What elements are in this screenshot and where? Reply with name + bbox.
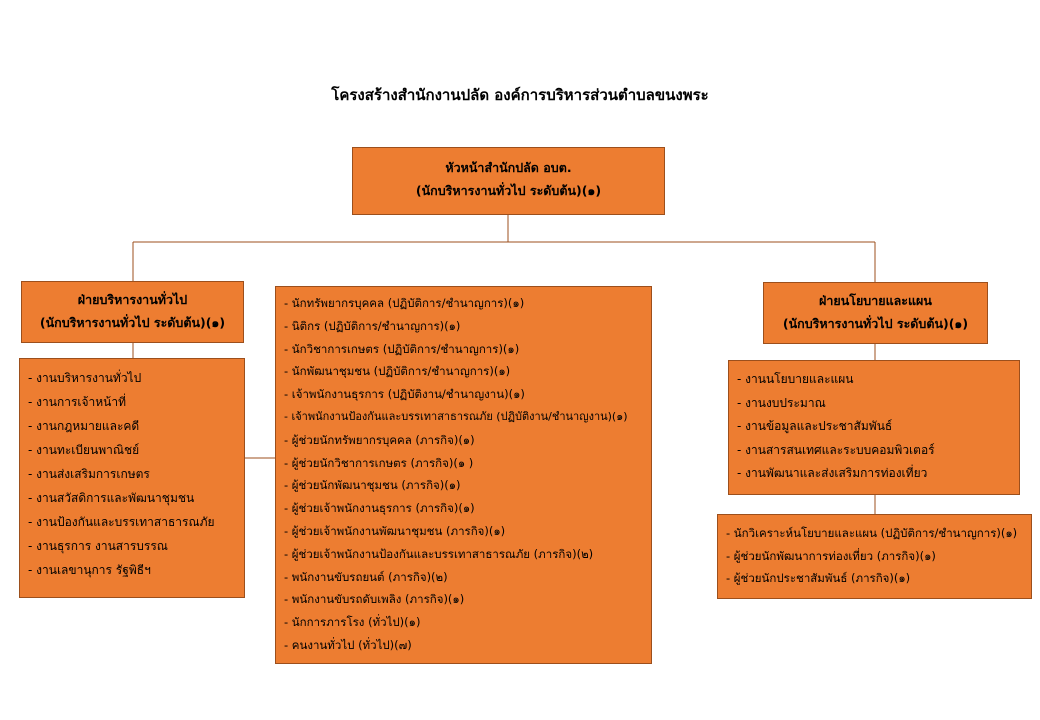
list-item: - งานป้องกันและบรรเทาสาธารณภัย [28, 515, 215, 529]
list-item: - งานข้อมูลและประชาสัมพันธ์ [737, 419, 893, 433]
left-division-title: ฝ่ายบริหารงานทั่วไป [77, 292, 188, 307]
head-title: หัวหน้าสำนักปลัด อบต. [445, 160, 572, 175]
list-item: - งานงบประมาณ [737, 395, 826, 410]
list-item: - ผู้ช่วยนักประชาสัมพันธ์ (ภารกิจ)(๑) [726, 571, 911, 585]
list-item: - ผู้ช่วยเจ้าพนักงานธุรการ (ภารกิจ)(๑) [284, 501, 475, 516]
list-item: - เจ้าพนักงานธุรการ (ปฏิบัติงาน/ชำนาญงาน… [284, 387, 525, 402]
head-box: หัวหน้าสำนักปลัด อบต. (นักบริหารงานทั่วไ… [352, 147, 665, 215]
list-item: - ผู้ช่วยนักวิชาการเกษตร (ภารกิจ)(๑ ) [284, 455, 474, 470]
list-item: - ผู้ช่วยนักพัฒนาชุมชน (ภารกิจ)(๑) [284, 478, 461, 493]
left-division-subtitle: (นักบริหารงานทั่วไป ระดับต้น)(๑) [39, 315, 226, 330]
list-item: - งานการเจ้าหน้าที่ [28, 395, 127, 409]
list-item: - พนักงานขับรถยนต์ (ภารกิจ)(๒) [284, 569, 448, 584]
right-division-subtitle: (นักบริหารงานทั่วไป ระดับต้น)(๑) [782, 316, 969, 331]
list-item: - งานธุรการ งานสารบรรณ [28, 539, 168, 553]
list-item: - งานสวัสดิการและพัฒนาชุมชน [28, 491, 195, 505]
list-item: - ผู้ช่วยเจ้าพนักงานป้องกันและบรรเทาสาธา… [284, 546, 594, 561]
list-item: - นักพัฒนาชุมชน (ปฏิบัติการ/ชำนาญการ)(๑) [284, 364, 511, 379]
list-item: - งานกฎหมายและคดี [28, 419, 140, 433]
list-item: - เจ้าพนักงานป้องกันและบรรเทาสาธารณภัย (… [284, 409, 628, 423]
list-item: - งานบริหารงานทั่วไป [28, 371, 142, 385]
list-item: - นักการภารโรง (ทั่วไป)(๑) [284, 615, 421, 630]
list-item: - นักทรัพยากรบุคคล (ปฏิบัติการ/ชำนาญการ)… [284, 296, 525, 310]
list-item: - พนักงานขับรถดับเพลิง (ภารกิจ)(๑) [284, 592, 465, 607]
list-item: - งานสารสนเทศและระบบคอมพิวเตอร์ [737, 442, 935, 457]
list-item: - งานพัฒนาและส่งเสริมการท่องเที่ยว [737, 466, 928, 480]
list-item: - งานนโยบายและแผน [737, 372, 854, 386]
right-division-title: ฝ่ายนโยบายและแผน [819, 293, 932, 308]
right-division-box: ฝ่ายนโยบายและแผน (นักบริหารงานทั่วไป ระด… [763, 282, 988, 344]
list-item: - นักวิชาการเกษตร (ปฏิบัติการ/ชำนาญการ)(… [284, 341, 520, 356]
chart-title: โครงสร้างสำนักงานปลัด องค์การบริหารส่วนต… [331, 86, 709, 104]
list-item: - ผู้ช่วยเจ้าพนักงานพัฒนาชุมชน (ภารกิจ)(… [284, 523, 506, 538]
list-item: - ผู้ช่วยนักทรัพยากรบุคคล (ภารกิจ)(๑) [284, 432, 475, 447]
center-staff-box: - นักทรัพยากรบุคคล (ปฏิบัติการ/ชำนาญการ)… [275, 286, 652, 664]
left-tasks-box: - งานบริหารงานทั่วไป - งานการเจ้าหน้าที่… [19, 358, 245, 598]
list-item: - นักวิเคราะห์นโยบายและแผน (ปฏิบัติการ/ช… [726, 526, 1018, 540]
list-item: - ผู้ช่วยนักพัฒนาการท่องเที่ยว (ภารกิจ)(… [726, 548, 936, 563]
list-item: - งานเลขานุการ รัฐพิธีฯ [28, 563, 151, 577]
list-item: - นิติกร (ปฏิบัติการ/ชำนาญการ)(๑) [284, 318, 461, 333]
left-division-box: ฝ่ายบริหารงานทั่วไป (นักบริหารงานทั่วไป … [21, 281, 244, 343]
list-item: - งานทะเบียนพาณิชย์ [28, 443, 140, 457]
list-item: - งานส่งเสริมการเกษตร [28, 467, 150, 481]
right-tasks-box: - งานนโยบายและแผน - งานงบประมาณ - งานข้อ… [728, 360, 1020, 495]
right-staff-box: - นักวิเคราะห์นโยบายและแผน (ปฏิบัติการ/ช… [717, 514, 1032, 599]
head-subtitle: (นักบริหารงานทั่วไป ระดับต้น)(๑) [415, 183, 602, 198]
list-item: - คนงานทั่วไป (ทั่วไป)(๗) [284, 637, 412, 652]
